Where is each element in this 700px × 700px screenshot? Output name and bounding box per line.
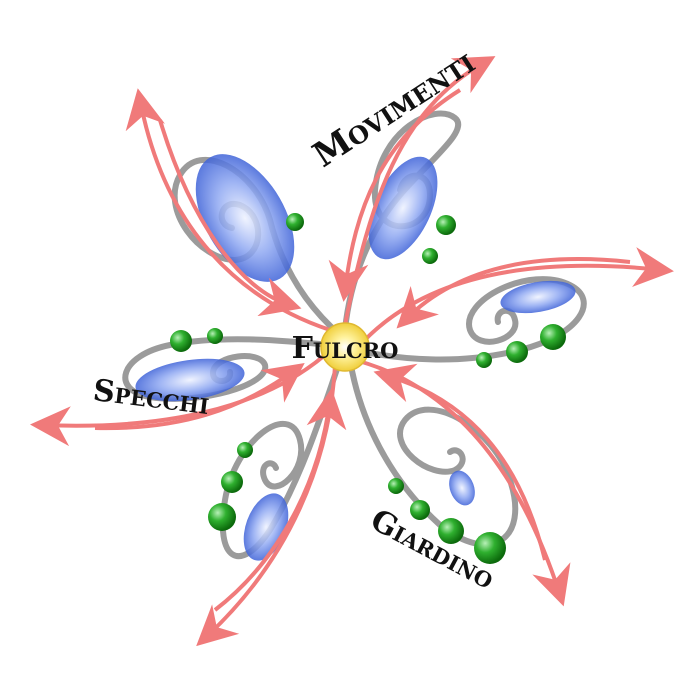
petal-bottom-right — [347, 357, 571, 607]
bead — [506, 341, 528, 363]
blob-right — [500, 280, 576, 314]
center-circle — [320, 322, 370, 372]
arrow-right-out — [358, 247, 674, 347]
blob-left — [135, 358, 245, 402]
label-top: Movimenti — [306, 42, 482, 176]
arrow-left-in — [94, 362, 305, 431]
bead — [221, 471, 243, 493]
blob-top-right — [368, 156, 438, 260]
bead — [540, 324, 566, 350]
petal-top-right — [328, 56, 496, 333]
bead — [474, 532, 506, 564]
arrow-top-left-in — [158, 119, 302, 317]
petal-bottom-left — [196, 357, 347, 647]
bead — [208, 503, 236, 531]
arrow-bottom-left-in — [213, 388, 347, 612]
spiral-bottom-left — [219, 357, 343, 560]
bead — [476, 352, 492, 368]
center-node — [320, 322, 370, 372]
petal-right — [352, 247, 674, 368]
blob-bottom-right — [449, 470, 475, 506]
arrow-right-in — [396, 257, 631, 329]
bead — [286, 213, 304, 231]
petal-top-left — [125, 88, 343, 338]
bead — [438, 518, 464, 544]
bead — [422, 248, 438, 264]
bead — [170, 330, 192, 352]
bead — [436, 215, 456, 235]
petal-left — [30, 328, 333, 447]
bead — [207, 328, 223, 344]
arrow-bottom-right-in — [373, 363, 547, 561]
bead — [237, 442, 253, 458]
label-center: Fulcro — [292, 331, 399, 366]
bead — [410, 500, 430, 520]
bead — [388, 478, 404, 494]
arrow-top-right-in — [328, 88, 462, 302]
